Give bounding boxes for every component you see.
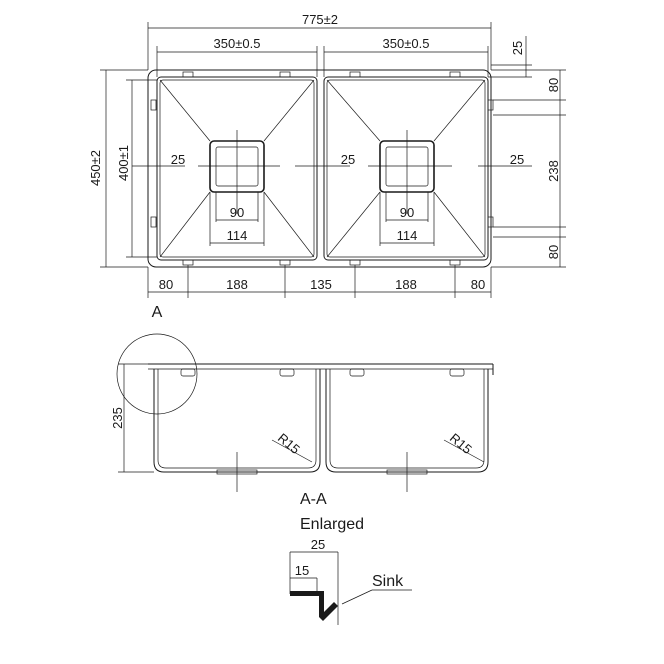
sink-label: Sink <box>372 573 404 590</box>
flange-profile <box>290 591 319 596</box>
detail-view: A-A Enlarged 25 15 Sink <box>289 491 412 625</box>
right-bottom-80-dim: 80 <box>546 245 561 259</box>
top-view: 775±2 350±0.5 350±0.5 25 80 238 80 450±2 <box>88 12 566 298</box>
drain-outer-left-dim: 114 <box>227 228 248 243</box>
overall-depth-dim: 450±2 <box>88 150 103 186</box>
drain-inner-right-dim: 90 <box>400 205 414 220</box>
flange-top-dim: 25 <box>510 41 525 55</box>
overall-width-dim: 775±2 <box>302 12 338 27</box>
bowl-width-right-dim: 350±0.5 <box>383 36 430 51</box>
detail-title: A-A <box>300 491 327 508</box>
bottom-80-right-dim: 80 <box>471 277 485 292</box>
sink-outline <box>147 69 492 268</box>
detail-width-dim: 25 <box>311 537 325 552</box>
detail-marker: A <box>152 304 163 321</box>
detail-inner-dim: 15 <box>295 563 309 578</box>
right-bowl <box>323 76 489 261</box>
bowl-depth-dim: 400±1 <box>116 145 131 181</box>
bottom-80-left-dim: 80 <box>159 277 173 292</box>
section-height-dim: 235 <box>110 407 125 429</box>
bottom-188-right-dim: 188 <box>395 277 417 292</box>
drain-outer-right-dim: 114 <box>397 228 418 243</box>
bottom-188-left-dim: 188 <box>226 277 248 292</box>
right-mid-238-dim: 238 <box>546 160 561 182</box>
drain-inner-left-dim: 90 <box>230 205 244 220</box>
bottom-135-dim: 135 <box>310 277 332 292</box>
left-edge-25-dim: 25 <box>171 152 185 167</box>
center-25-dim: 25 <box>341 152 355 167</box>
detail-subtitle: Enlarged <box>300 516 364 533</box>
right-top-80-dim: 80 <box>546 78 561 92</box>
section-view: A 235 R15 R15 <box>110 304 494 492</box>
detail-circle <box>116 333 198 415</box>
bowl-width-left-dim: 350±0.5 <box>214 36 261 51</box>
right-edge-25-dim: 25 <box>510 152 524 167</box>
left-bowl <box>156 76 318 261</box>
